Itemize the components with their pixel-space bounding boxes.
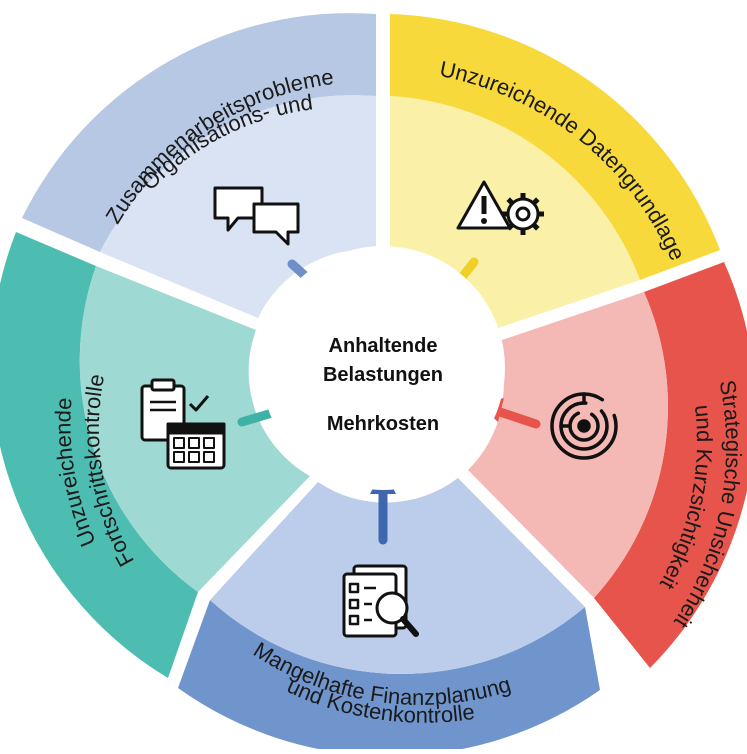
- segment-strategie-outer: [594, 262, 747, 668]
- center-hub: Anhaltende Belastungen Mehrkosten: [261, 246, 505, 490]
- checklist-magnifier-icon: [342, 564, 419, 638]
- segment-finanz-outer: [178, 600, 600, 754]
- segment-strategie-inner: [468, 292, 668, 598]
- segment-fortschritt-outer: [0, 232, 198, 678]
- center-line2: Belastungen: [323, 364, 443, 386]
- segment-organisation-outer: [22, 13, 376, 253]
- segment-finanz: Mangelhafte Finanzplanung und Kostenkont…: [178, 468, 600, 754]
- center-line1: Anhaltende: [329, 335, 438, 357]
- segment-strategie: Strategische Unsicherheit und Kurzsichti…: [468, 262, 747, 668]
- segment-daten-outer: [390, 14, 720, 280]
- maze-icon: [550, 392, 618, 460]
- segment-organisation: Organisations- und Zusammenarbeitsproble…: [22, 13, 376, 318]
- warning-gear-icon: [456, 180, 544, 235]
- clipboard-calendar-icon: [140, 378, 226, 470]
- speech-bubbles-icon: [213, 186, 300, 246]
- center-line3: Mehrkosten: [327, 413, 439, 435]
